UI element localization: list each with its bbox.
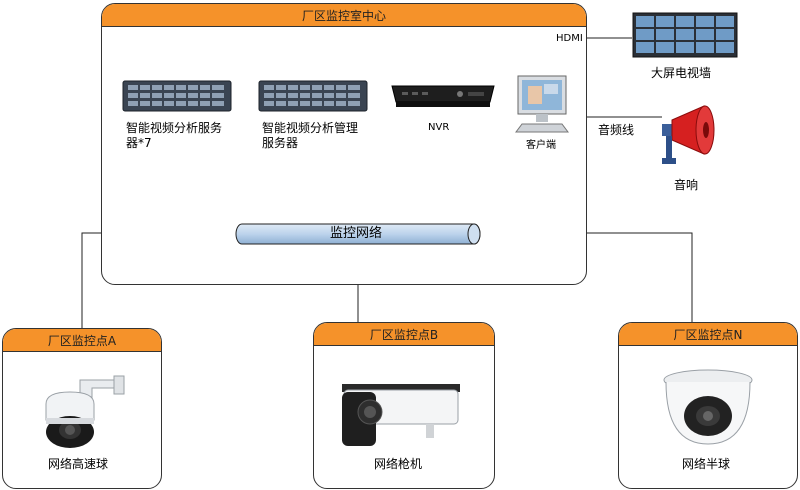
site-b-camera-label: 网络枪机 [374, 457, 423, 471]
speed-dome-camera-icon [45, 375, 125, 448]
nvr-label: NVR [428, 122, 450, 133]
client-monitor-icon [515, 75, 569, 133]
nvr-icon [391, 85, 495, 107]
management-server-icon [258, 80, 368, 112]
analysis-server-icon [122, 80, 232, 112]
analysis-server-label: 智能视频分析服务器*7 [126, 121, 223, 150]
site-a-title: 厂区监控点A [3, 329, 161, 352]
site-a-camera-label: 网络高速球 [48, 457, 109, 471]
management-server-label: 智能视频分析管理服务器 [262, 121, 359, 150]
hdmi-label: HDMI [555, 31, 584, 46]
bullet-camera-icon [342, 384, 460, 446]
monitoring-center-title: 厂区监控室中心 [102, 4, 586, 27]
speaker-label: 音响 [674, 178, 699, 192]
audio-line-label: 音频线 [598, 123, 635, 137]
client-label: 客户端 [526, 140, 556, 151]
network-pipe [235, 223, 481, 245]
site-a-panel: 厂区监控点A [2, 328, 162, 489]
site-n-panel: 厂区监控点N [618, 322, 798, 489]
video-wall-icon [632, 12, 738, 58]
video-wall-label: 大屏电视墙 [651, 66, 712, 80]
dome-camera-icon [663, 369, 753, 445]
site-b-title: 厂区监控点B [314, 323, 494, 346]
monitoring-center-panel: 厂区监控室中心 [101, 3, 587, 285]
site-n-title: 厂区监控点N [619, 323, 797, 346]
site-n-camera-label: 网络半球 [682, 457, 731, 471]
network-label: 监控网络 [330, 226, 383, 241]
speaker-icon [662, 105, 715, 164]
